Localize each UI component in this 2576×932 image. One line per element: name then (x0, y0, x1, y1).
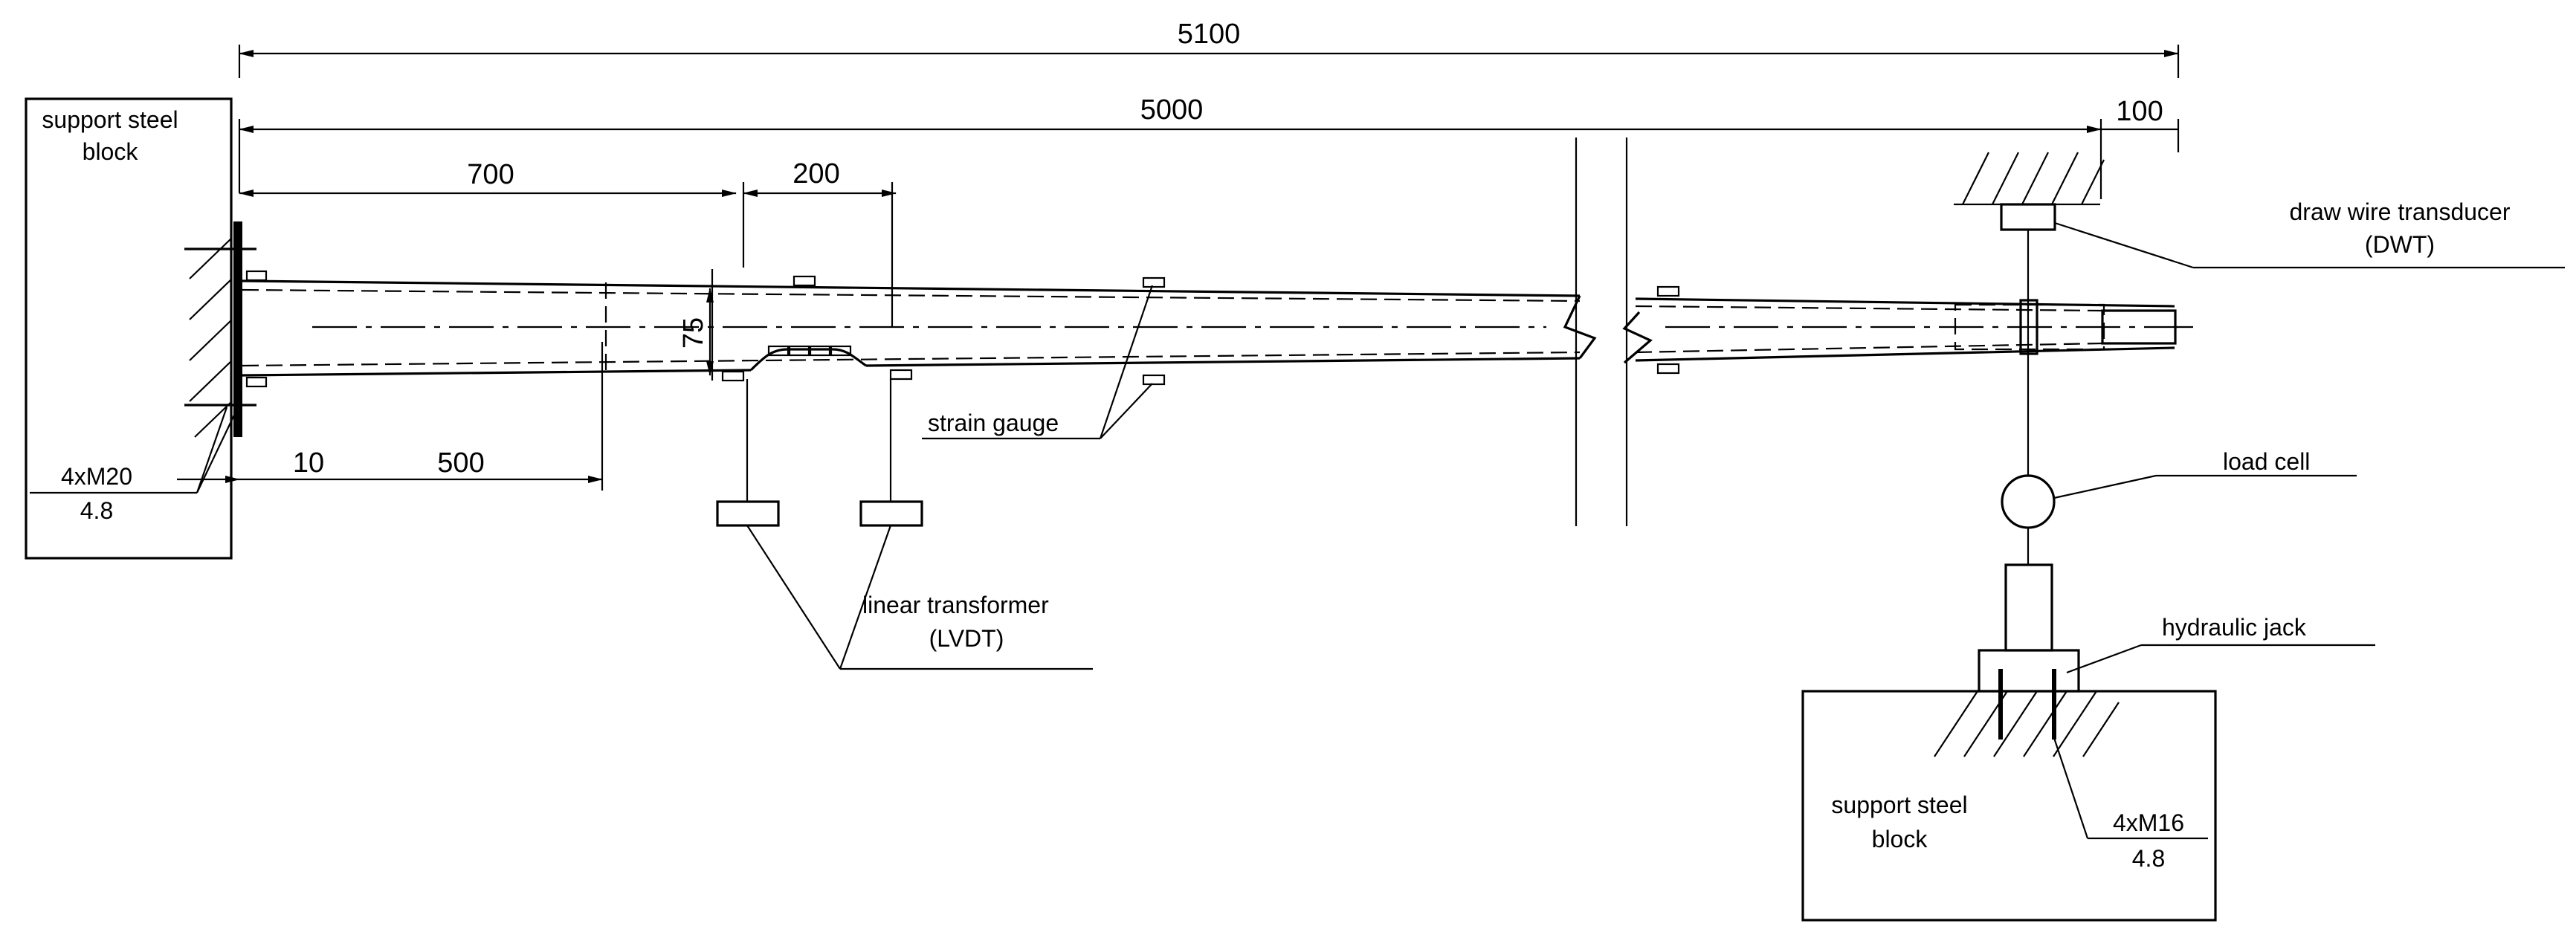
strain-gauges (245, 270, 1680, 388)
strain-gauge-5 (1656, 285, 1680, 297)
strain-gauge-label: strain gauge (928, 410, 1059, 436)
dimension-total: 5100 (238, 19, 2180, 78)
left-support-block: support steel block (25, 97, 233, 560)
lvdt-assembly: linear transformer (LVDT) (716, 379, 1093, 670)
left-support-label-line1: support steel (42, 106, 178, 133)
left-bolt-callout: 4xM20 4.8 (30, 407, 239, 524)
dimension-offset-500-label: 500 (437, 447, 484, 479)
right-support-label-line1: support steel (1831, 792, 1967, 818)
tapered-beam (242, 137, 1597, 526)
load-cell: load cell (2001, 448, 2357, 565)
strain-gauge-callout: strain gauge (922, 285, 1154, 440)
load-cell-label: load cell (2223, 448, 2310, 475)
left-support-label-line2: block (83, 138, 139, 165)
dimension-gauge-segment-label: 200 (793, 158, 839, 190)
right-bolt-callout: 4xM16 4.8 (2052, 735, 2208, 872)
hydraulic-jack-label: hydraulic jack (2162, 614, 2307, 641)
lvdt-left (716, 500, 780, 527)
dwt-label-line2: (DWT) (2365, 231, 2435, 258)
dwt-box (2000, 203, 2056, 231)
right-support-block: support steel block (1801, 669, 2217, 922)
lvdt-right (859, 500, 923, 527)
dimension-left-segment-label: 700 (467, 159, 514, 190)
hydraulic-jack: hydraulic jack (1978, 563, 2375, 693)
strain-gauge-11 (830, 345, 852, 357)
end-plate (184, 221, 256, 438)
dimension-span: 5000 (238, 94, 2102, 193)
lvdt-label-line1: linear transformer (862, 592, 1049, 618)
dimension-offset-10-label: 10 (293, 447, 324, 479)
right-bolt-label-bottom: 4.8 (2132, 845, 2165, 872)
left-bolt-label-top: 4xM20 (61, 463, 132, 490)
right-support-label-line2: block (1872, 826, 1928, 852)
strain-gauge-6 (1656, 363, 1680, 375)
tapered-beam-tip (1622, 137, 2193, 526)
right-bolt-label-top: 4xM16 (2113, 809, 2184, 836)
dimension-bottom: 10 500 (177, 342, 604, 491)
strain-gauge-9 (788, 345, 810, 357)
dimension-overhang-label: 100 (2116, 96, 2163, 127)
dwt-assembly: draw wire transducer (DWT) (1954, 152, 2565, 476)
strain-gauge-3 (793, 275, 816, 287)
strain-gauge-4 (1142, 276, 1166, 288)
dimension-depth-label: 75 (678, 317, 709, 349)
dimension-span-label: 5000 (1140, 94, 1204, 126)
strain-gauge-10 (809, 345, 831, 357)
strain-gauge-8 (767, 345, 790, 357)
lvdt-label-line2: (LVDT) (929, 625, 1004, 652)
dwt-label-line1: draw wire transducer (2290, 198, 2511, 225)
strain-gauge-2 (245, 376, 268, 388)
strain-gauge-12 (889, 369, 913, 381)
dimension-gauge-segment: 200 (742, 158, 897, 327)
strain-gauge-7 (721, 370, 745, 382)
dimension-overhang: 100 (2099, 96, 2180, 199)
dimension-total-label: 5100 (1178, 19, 1241, 50)
dimension-left-segment: 700 (239, 159, 737, 197)
left-bolt-label-bottom: 4.8 (80, 497, 113, 524)
dimension-depth: 75 (678, 288, 714, 376)
strain-gauge-13 (1142, 374, 1166, 386)
strain-gauge-1 (245, 270, 268, 282)
